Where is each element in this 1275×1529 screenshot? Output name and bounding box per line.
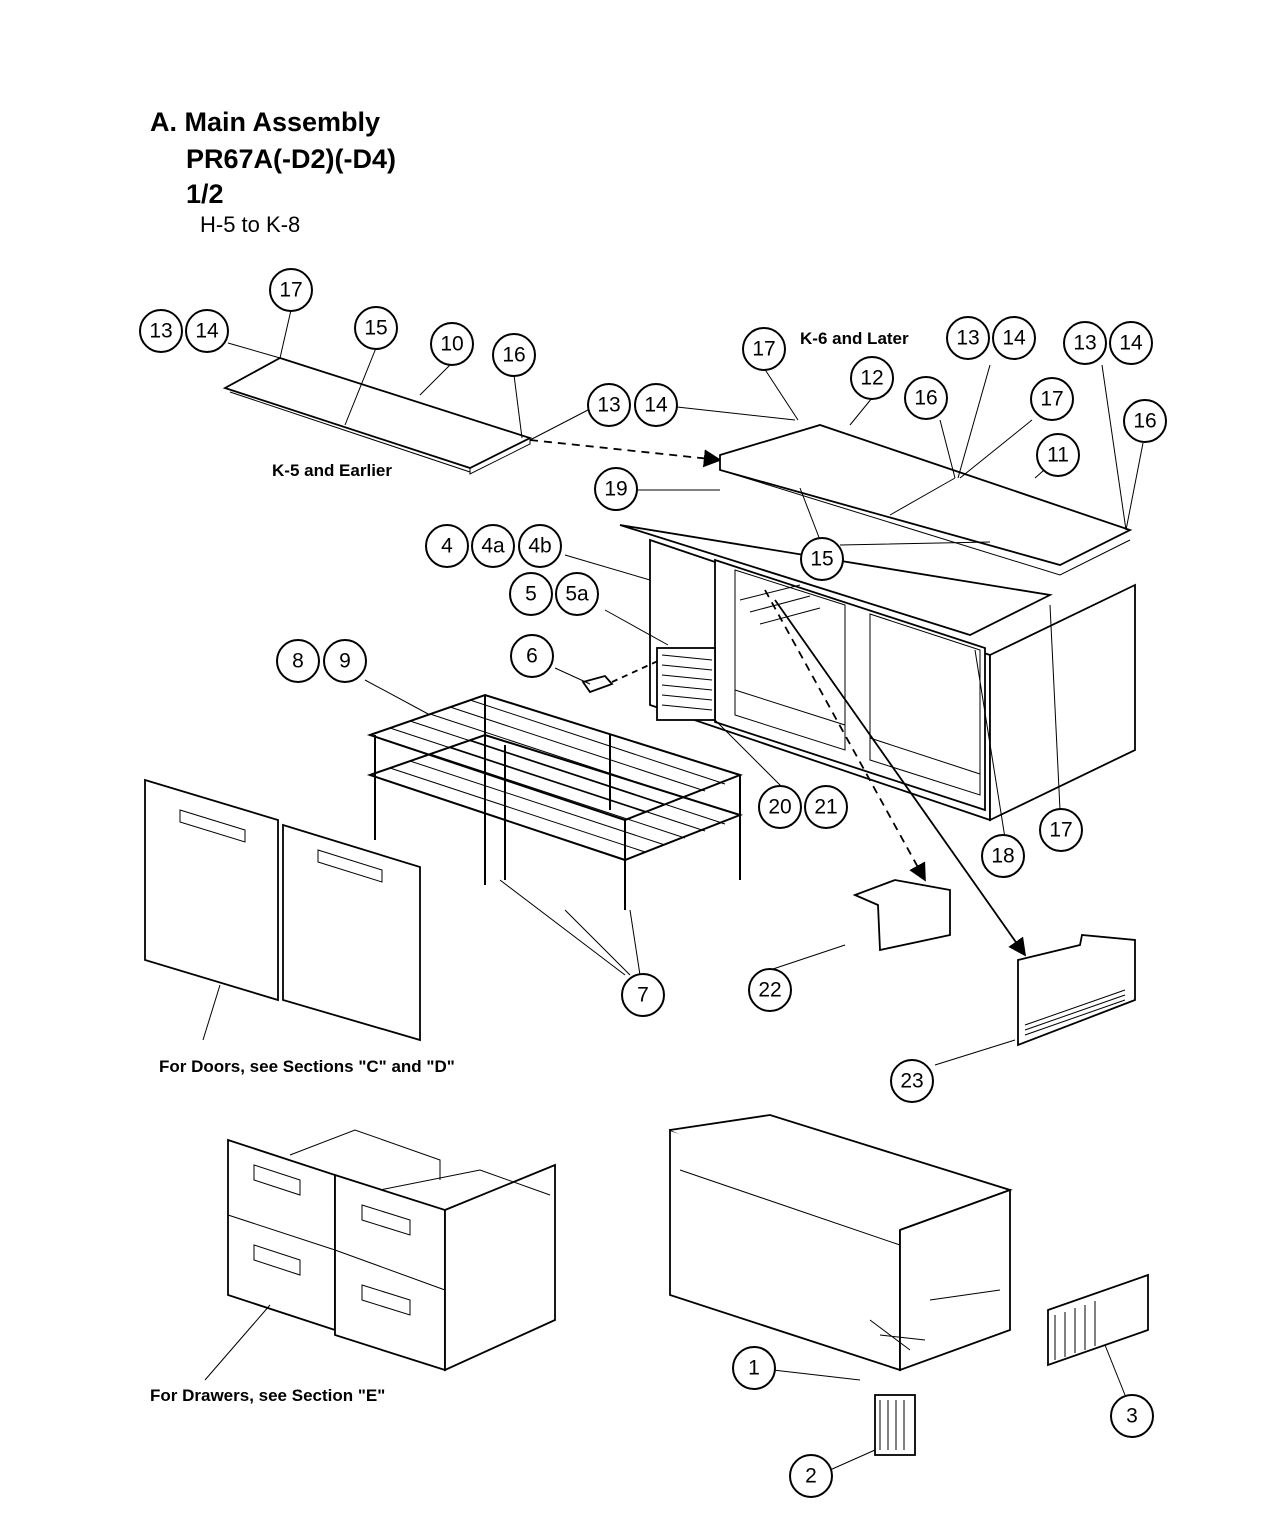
callout-14-k6: 14 <box>992 316 1036 360</box>
cabinet-main <box>581 424 1136 822</box>
svg-text:20: 20 <box>768 796 791 819</box>
callout-8: 8 <box>276 639 320 683</box>
callout-17-bottom: 17 <box>1039 808 1083 852</box>
callout-2: 2 <box>789 1454 833 1498</box>
doors <box>144 778 421 1042</box>
callout-14-mid: 14 <box>634 383 678 427</box>
callout-22: 22 <box>748 968 792 1012</box>
title-line-3: 1/2 <box>186 179 224 209</box>
callout-16-k5: 16 <box>492 333 536 377</box>
callout-7: 7 <box>621 973 665 1017</box>
callout-15-k5: 15 <box>354 306 398 350</box>
callout-1: 1 <box>732 1346 776 1390</box>
callout-20: 20 <box>758 785 802 829</box>
callout-4: 4 <box>425 524 469 568</box>
callout-6: 6 <box>510 634 554 678</box>
drawers-unit <box>227 1129 556 1372</box>
callout-23: 23 <box>890 1059 934 1103</box>
svg-text:23: 23 <box>900 1070 923 1093</box>
svg-text:4b: 4b <box>528 535 551 558</box>
callout-14-right: 14 <box>1109 321 1153 365</box>
lid-k5-earlier <box>222 357 533 475</box>
callout-19: 19 <box>594 467 638 511</box>
svg-text:10: 10 <box>440 333 463 356</box>
svg-text:21: 21 <box>814 796 837 819</box>
svg-text:1: 1 <box>748 1357 760 1380</box>
svg-text:3: 3 <box>1126 1405 1138 1428</box>
callout-13-k6: 13 <box>946 316 990 360</box>
callout-3: 3 <box>1110 1394 1154 1438</box>
callout-17-k5: 17 <box>269 268 313 312</box>
callout-10: 10 <box>430 322 474 366</box>
callout-13-k5: 13 <box>139 309 183 353</box>
svg-text:16: 16 <box>914 387 937 410</box>
svg-text:13: 13 <box>597 394 620 417</box>
callout-16-right: 16 <box>1123 399 1167 443</box>
svg-text:19: 19 <box>604 478 627 501</box>
svg-text:18: 18 <box>991 845 1014 868</box>
caption-k5-earlier: K-5 and Earlier <box>272 461 392 480</box>
callout-5: 5 <box>509 572 553 616</box>
svg-text:14: 14 <box>195 320 219 343</box>
callout-12: 12 <box>850 356 894 400</box>
svg-text:17: 17 <box>1049 819 1072 842</box>
svg-text:2: 2 <box>805 1465 817 1488</box>
callout-21: 21 <box>804 785 848 829</box>
wire-shelves <box>366 693 744 910</box>
part23-arrow <box>774 599 1027 957</box>
svg-text:15: 15 <box>810 548 833 571</box>
svg-text:15: 15 <box>364 317 387 340</box>
caption-drawers: For Drawers, see Section "E" <box>150 1386 386 1405</box>
svg-text:9: 9 <box>339 650 351 673</box>
svg-text:5a: 5a <box>565 583 589 606</box>
svg-text:16: 16 <box>1133 410 1156 433</box>
callout-17-right: 17 <box>1030 377 1074 421</box>
svg-text:5: 5 <box>525 583 537 606</box>
svg-text:13: 13 <box>1073 332 1096 355</box>
svg-text:13: 13 <box>149 320 172 343</box>
svg-text:17: 17 <box>1040 388 1063 411</box>
cabinet-rear-view <box>669 1114 1149 1456</box>
svg-text:13: 13 <box>956 327 979 350</box>
callout-18: 18 <box>981 834 1025 878</box>
part-23-panel <box>1017 934 1136 1047</box>
title-line-1: A. Main Assembly <box>150 107 381 137</box>
svg-text:17: 17 <box>279 279 302 302</box>
part-22-panel <box>852 879 951 952</box>
callout-14-k5: 14 <box>185 309 229 353</box>
svg-text:11: 11 <box>1047 444 1069 467</box>
caption-k6-later: K-6 and Later <box>800 329 909 348</box>
callout-4b: 4b <box>518 524 562 568</box>
svg-text:8: 8 <box>292 650 304 673</box>
svg-text:12: 12 <box>860 367 883 390</box>
svg-text:22: 22 <box>758 979 781 1002</box>
caption-doors: For Doors, see Sections "C" and "D" <box>159 1057 455 1076</box>
callout-11: 11 <box>1036 433 1080 477</box>
svg-text:14: 14 <box>1119 332 1143 355</box>
callout-4a: 4a <box>471 524 515 568</box>
svg-text:6: 6 <box>526 645 538 668</box>
callout-13-right: 13 <box>1063 321 1107 365</box>
svg-text:14: 14 <box>644 394 668 417</box>
serial-range: H-5 to K-8 <box>200 212 301 237</box>
svg-text:4: 4 <box>441 535 453 558</box>
svg-text:17: 17 <box>752 338 775 361</box>
svg-text:7: 7 <box>637 984 649 1007</box>
leader-lines <box>202 309 1144 1471</box>
callout-13-mid: 13 <box>587 383 631 427</box>
callout-15-main: 15 <box>800 537 844 581</box>
callout-5a: 5a <box>555 572 599 616</box>
lid-arrow <box>529 439 722 468</box>
callout-16-mid: 16 <box>904 376 948 420</box>
svg-text:4a: 4a <box>481 535 505 558</box>
callout-17-top: 17 <box>742 327 786 371</box>
callout-9: 9 <box>323 639 367 683</box>
svg-text:16: 16 <box>502 344 525 367</box>
svg-text:14: 14 <box>1002 327 1026 350</box>
part6-arrow <box>611 659 661 683</box>
title-line-2: PR67A(-D2)(-D4) <box>186 144 397 174</box>
